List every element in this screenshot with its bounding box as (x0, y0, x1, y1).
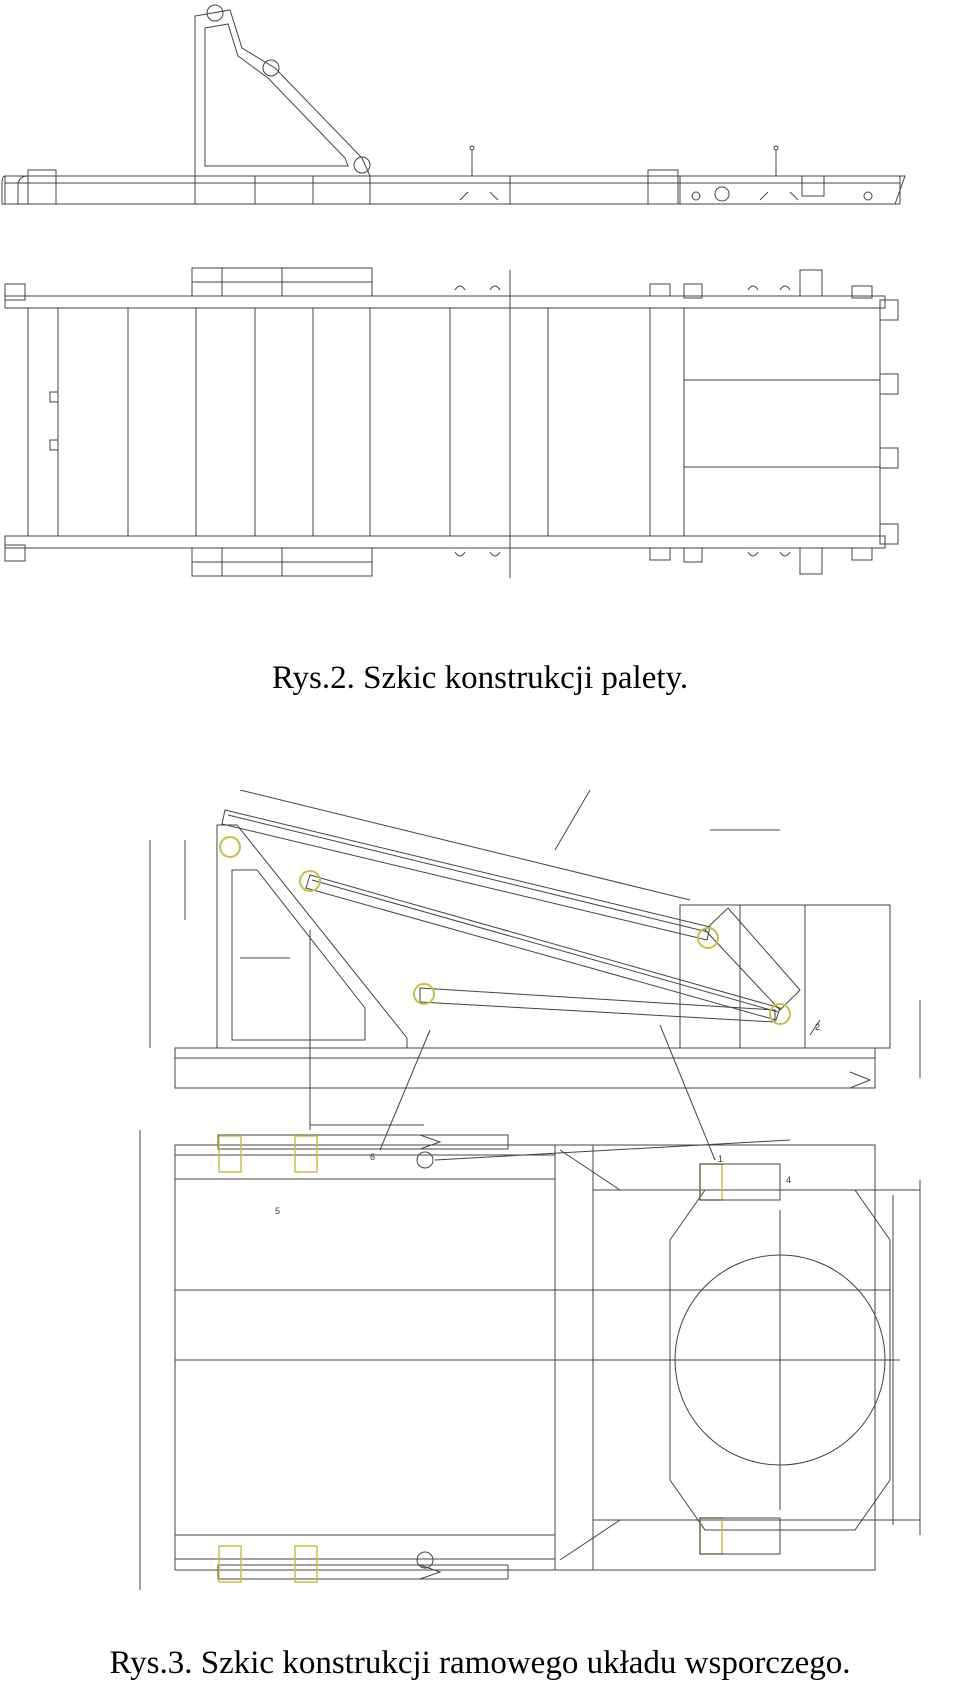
pin-joint-c (414, 984, 434, 1004)
left-bracket (28, 170, 56, 204)
pin-joint-b (300, 871, 320, 891)
triangle-pin-top (207, 5, 223, 21)
drum-housing (670, 1190, 890, 1530)
bearing-top-2 (295, 1136, 317, 1172)
cross-frame (555, 1145, 593, 1570)
support-triangle (217, 825, 407, 1048)
triangle-pin-bottom (354, 157, 370, 173)
figure-2-caption: Rys.2. Szkic konstrukcji palety. (271, 660, 689, 696)
triangle-pin-middle (263, 60, 279, 76)
plan-top-rail (5, 296, 885, 308)
figure-3-caption: Rys.3. Szkic konstrukcji ramowego układu… (109, 1645, 851, 1681)
support-frame-drawing: 3 1 6 5 4 2 (0, 790, 960, 1640)
callout-6: 6 (370, 1152, 375, 1162)
bearing-bottom-2 (295, 1546, 317, 1582)
right-housing (680, 905, 890, 1048)
pallet-side-view (2, 5, 905, 204)
diagonal-link (705, 908, 800, 1010)
pallet-drawing (0, 0, 960, 600)
pin-joint-e (770, 1004, 790, 1024)
pallet-plan-view (5, 268, 898, 578)
pin-joint-d (698, 928, 718, 948)
lifting-triangle (195, 10, 370, 176)
support-frame-plan (140, 1130, 920, 1590)
support-frame-elevation (150, 790, 920, 1160)
plan-frame (28, 308, 880, 536)
bearing-bottom-3 (700, 1518, 722, 1554)
side-main-beam (5, 176, 900, 204)
callout-1: 1 (718, 1154, 723, 1164)
bearing-top-1 (219, 1136, 241, 1172)
side-hole (715, 187, 729, 201)
left-end-hook (2, 176, 28, 204)
right-bracket (648, 170, 678, 204)
callout-2: 2 (815, 1022, 820, 1032)
upper-arm (222, 810, 710, 940)
callout-5: 5 (275, 1206, 280, 1216)
callout-4: 4 (786, 1175, 791, 1185)
bearing-bottom-1 (219, 1546, 241, 1582)
plan-bottom-rail (5, 536, 885, 548)
base-beam (175, 1048, 875, 1088)
pin-joint-a (220, 837, 240, 857)
bearing-top-3 (700, 1164, 722, 1200)
middle-arm (306, 875, 780, 1020)
